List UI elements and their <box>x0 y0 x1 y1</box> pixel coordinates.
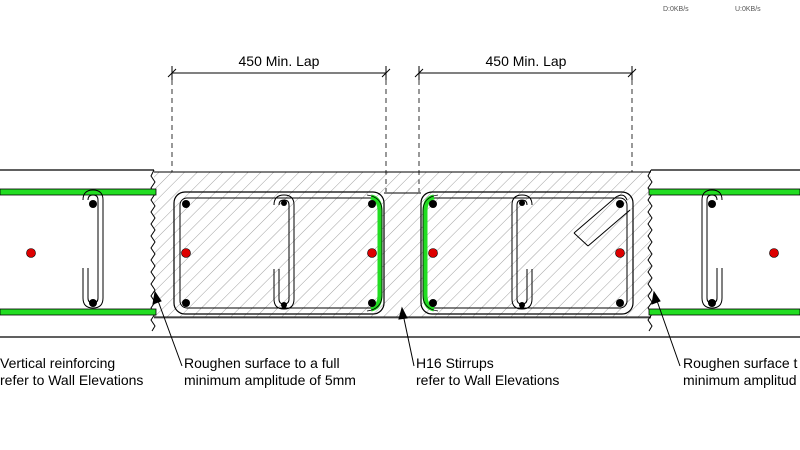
annotation-stirrups: H16 Stirrups refer to Wall Elevations <box>416 355 559 388</box>
stirrups-text-2: refer to Wall Elevations <box>416 372 559 388</box>
annotation-roughen-right: Roughen surface t minimum amplitud <box>683 355 798 388</box>
vertical-reinforcing-text-1: Vertical reinforcing <box>0 355 115 371</box>
download-speed-readout: D:0KB/s <box>663 6 689 13</box>
leader-lines <box>152 290 681 367</box>
roughen-left-text-2: minimum amplitude of 5mm <box>184 372 356 388</box>
middle-wall-edges <box>154 317 651 338</box>
right-lap-dimension-text: 450 Min. Lap <box>486 53 567 69</box>
stirrups-text-1: H16 Stirrups <box>416 355 494 371</box>
roughen-left-text-1: Roughen surface to a full <box>184 355 340 371</box>
shear-link-right-inner <box>511 194 533 310</box>
hatched-joint-region <box>154 171 651 318</box>
roughen-right-text-1: Roughen surface t <box>683 355 798 371</box>
vertical-reinforcing-bars <box>26 248 779 258</box>
right-stirrup <box>420 191 634 315</box>
annotation-roughen-left: Roughen surface to a full minimum amplit… <box>184 355 356 388</box>
shear-link-left-inner <box>273 194 295 310</box>
diagonal-hook <box>573 194 631 247</box>
annotation-vertical-reinforcing: Vertical reinforcing refer to Wall Eleva… <box>0 355 143 388</box>
left-wall-panel <box>0 169 154 338</box>
dimension-right-lap: 450 Min. Lap <box>414 53 637 192</box>
vertical-reinforcing-text-2: refer to Wall Elevations <box>0 372 143 388</box>
right-wall-panel <box>651 169 800 338</box>
longitudinal-bars <box>89 200 716 308</box>
left-lap-dimension-text: 450 Min. Lap <box>239 53 320 69</box>
roughen-right-text-2: minimum amplitud <box>683 372 797 388</box>
dimension-left-lap: 450 Min. Lap <box>167 53 391 192</box>
upload-speed-readout: U:0KB/s <box>735 6 761 13</box>
horizontal-bars <box>0 188 800 316</box>
left-roughened-face <box>150 169 156 332</box>
right-roughened-face <box>647 169 653 332</box>
